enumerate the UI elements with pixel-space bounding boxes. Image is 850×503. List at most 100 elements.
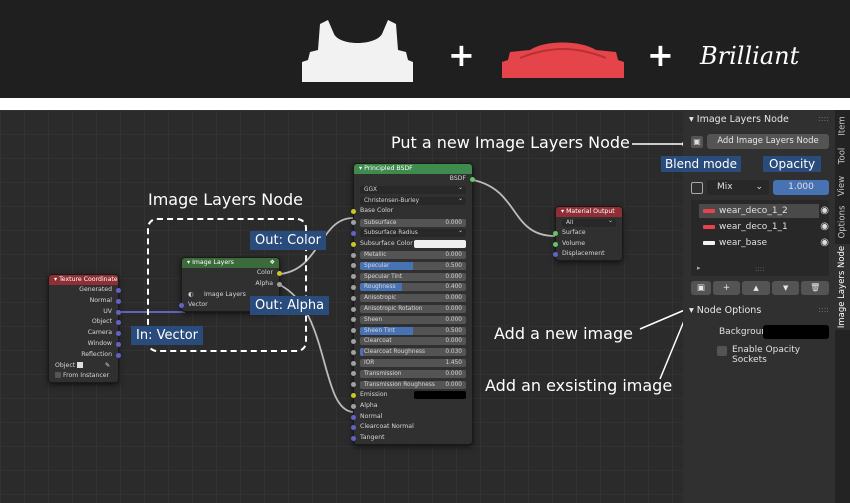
socket-color[interactable]: Color (182, 268, 282, 279)
layers-list[interactable]: wear_deco_1_2◉ wear_deco_1_1◉ wear_base◉ ▸… (691, 200, 829, 276)
layer-item[interactable]: wear_deco_1_2◉ (699, 204, 829, 218)
eye-icon[interactable]: ◉ (820, 237, 829, 248)
socket-dot[interactable] (351, 284, 356, 290)
input-subsurface-color[interactable]: Subsurface Color (351, 239, 472, 250)
socket-dot[interactable] (351, 425, 356, 431)
socket-object[interactable]: Object (49, 317, 121, 328)
input-subsurface-radius[interactable]: Subsurface Radius (351, 227, 472, 239)
eye-icon[interactable]: ◉ (820, 221, 829, 232)
sidebar-panel[interactable]: ▾ Image Layers Node :::: ▣ Add Image Lay… (661, 110, 835, 503)
drag-grip-icon[interactable]: :::: (818, 114, 829, 123)
socket-alpha-in[interactable]: Alpha (351, 401, 472, 412)
socket-dot[interactable] (351, 414, 356, 420)
socket-generated[interactable]: Generated (49, 285, 121, 296)
opacity-sockets-checkbox[interactable] (717, 346, 727, 356)
socket-dot[interactable] (116, 288, 121, 293)
socket-normal[interactable]: Normal (49, 296, 121, 307)
sss-method-dropdown[interactable]: Christensen-Burley (354, 195, 472, 207)
socket-dot[interactable] (553, 252, 558, 258)
socket-dot[interactable] (116, 298, 121, 304)
layer-item[interactable]: wear_deco_1_1◉ (699, 220, 829, 234)
socket-dot[interactable] (277, 271, 282, 276)
material-output-node[interactable]: ▾ Material Output All Surface Volume Dis… (553, 206, 623, 262)
node-header[interactable]: ▾ Principled BSDF (354, 164, 472, 174)
background-color-swatch[interactable] (763, 325, 829, 339)
socket-dot[interactable] (351, 392, 356, 398)
socket-dot[interactable] (351, 220, 356, 226)
from-instancer-checkbox[interactable]: From Instancer (49, 371, 118, 382)
socket-clearcoat-normal[interactable]: Clearcoat Normal (351, 422, 472, 433)
tab-item[interactable]: Item (835, 112, 850, 140)
socket-dot[interactable] (351, 328, 356, 334)
socket-dot[interactable] (351, 252, 356, 258)
socket-vector[interactable]: Vector (179, 300, 279, 311)
socket-alpha[interactable]: Alpha (182, 279, 282, 290)
layer-item[interactable]: wear_base◉ (699, 236, 829, 250)
socket-dot[interactable] (351, 263, 356, 269)
socket-dot[interactable] (553, 241, 558, 247)
eye-icon[interactable]: ◉ (820, 205, 829, 216)
add-existing-image-button[interactable]: ▣ (691, 281, 711, 295)
delete-layer-button[interactable]: 🗑 (801, 281, 830, 295)
move-up-button[interactable]: ▲ (742, 281, 770, 295)
socket-normal-in[interactable]: Normal (351, 412, 472, 423)
socket-window[interactable]: Window (49, 339, 121, 350)
socket-dot[interactable] (351, 349, 356, 355)
socket-dot[interactable] (179, 303, 184, 309)
tab-view[interactable]: View (835, 172, 850, 200)
socket-dot[interactable] (351, 306, 356, 312)
socket-camera[interactable]: Camera (49, 328, 121, 339)
socket-dot[interactable] (351, 436, 356, 442)
tab-tool[interactable]: Tool (835, 142, 850, 170)
socket-dot[interactable] (351, 371, 356, 377)
socket-dot[interactable] (116, 341, 121, 347)
socket-dot[interactable] (116, 309, 121, 315)
socket-dot[interactable] (116, 331, 121, 337)
socket-tangent[interactable]: Tangent (351, 433, 472, 444)
socket-dot[interactable] (470, 177, 475, 182)
node-editor[interactable]: ▾ Texture Coordinate Generated Normal UV… (0, 110, 683, 503)
tab-options[interactable]: Options (835, 202, 850, 242)
socket-uv[interactable]: UV (49, 307, 121, 318)
blend-mode-dropdown[interactable]: Mix⌄ (707, 180, 769, 195)
input-emission[interactable]: Emission (351, 390, 472, 401)
socket-dot[interactable] (351, 360, 356, 366)
principled-bsdf-node[interactable]: ▾ Principled BSDF BSDF GGX Christensen-B… (351, 163, 475, 445)
socket-base-color[interactable]: Base Color (351, 206, 472, 217)
socket-dot[interactable] (351, 382, 356, 388)
socket-dot[interactable] (351, 274, 356, 280)
socket-reflection[interactable]: Reflection (49, 350, 121, 361)
socket-volume[interactable]: Volume (553, 239, 622, 250)
tab-image-layers-node[interactable]: Image Layers Node (835, 244, 850, 330)
socket-dot[interactable] (351, 241, 356, 247)
expand-icon[interactable]: ▸ (697, 264, 701, 272)
node-header[interactable]: ▾ Image Layers❖ (182, 258, 279, 268)
socket-dot[interactable] (351, 317, 356, 323)
socket-surface[interactable]: Surface (553, 228, 622, 239)
panel-header-image-layers[interactable]: ▾ Image Layers Node (689, 114, 789, 125)
node-header[interactable]: ▾ Material Output (556, 207, 622, 217)
layer-type-icon[interactable] (691, 182, 703, 194)
socket-dot[interactable] (351, 230, 356, 236)
